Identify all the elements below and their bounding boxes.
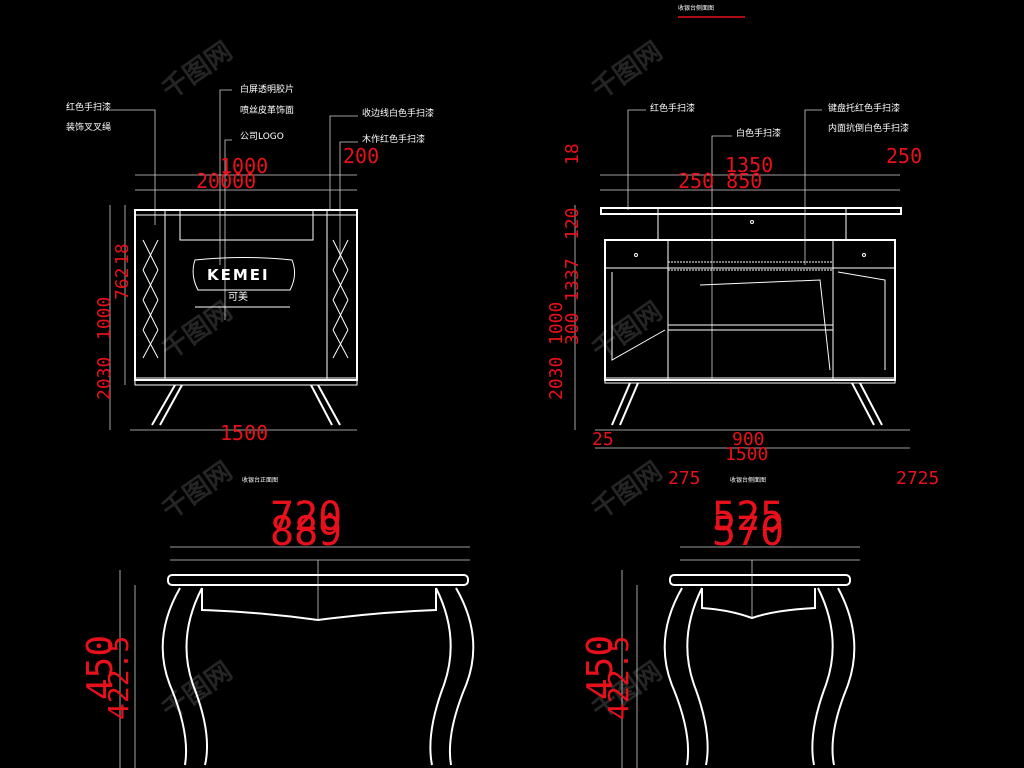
dim-label: 1350 bbox=[725, 153, 773, 177]
dim-label: 900 bbox=[732, 429, 765, 450]
dim-label: 2030 bbox=[546, 357, 567, 400]
dim-label: 250 850 bbox=[678, 169, 762, 193]
leader-line bbox=[627, 109, 646, 210]
cross-decoration bbox=[332, 239, 349, 359]
cabinet-body bbox=[134, 209, 358, 381]
dim-label: 18 bbox=[562, 143, 583, 165]
watermark: 千图网 bbox=[587, 456, 668, 525]
leg-left bbox=[159, 384, 183, 426]
front-note: 木作红色手扫漆 bbox=[362, 133, 425, 145]
table-front-view: 收银台正面图 720 889 450 422.5 bbox=[80, 476, 475, 768]
cabriole-leg-left bbox=[161, 587, 188, 766]
base-strip bbox=[134, 377, 358, 386]
side-note: 红色手扫漆 bbox=[650, 102, 695, 114]
counter-top bbox=[600, 207, 902, 215]
top-opening bbox=[179, 210, 314, 241]
side-note: 白色手扫漆 bbox=[736, 127, 781, 139]
knob bbox=[634, 253, 638, 257]
cross-decoration bbox=[142, 239, 159, 359]
apron bbox=[701, 588, 816, 620]
logo-frame bbox=[192, 257, 296, 291]
watermark: 千图网 bbox=[157, 656, 238, 725]
leg-right bbox=[310, 384, 333, 426]
cabriole-leg-left bbox=[185, 587, 208, 766]
dim-label: 422.5 bbox=[102, 636, 135, 720]
shelf bbox=[667, 324, 834, 331]
cabriole-leg-left bbox=[663, 587, 690, 766]
front-note: 装饰叉叉绳 bbox=[66, 121, 111, 133]
apron bbox=[201, 588, 437, 622]
leader-line bbox=[329, 115, 358, 210]
perspective-panel bbox=[837, 271, 886, 370]
dim-label: 450 bbox=[80, 635, 121, 700]
dim-label: 200 bbox=[343, 144, 379, 168]
dim-label: 2030 bbox=[94, 357, 115, 400]
logo-text: KEMEI bbox=[207, 266, 270, 284]
logo-subtext: 可美 bbox=[228, 290, 248, 303]
dim-label: 250 bbox=[886, 144, 922, 168]
watermark: 千图网 bbox=[587, 36, 668, 105]
dim-label: 1500 bbox=[220, 421, 268, 445]
perspective-panel bbox=[611, 272, 666, 361]
base-strip bbox=[604, 377, 896, 384]
keyboard-tray bbox=[667, 261, 834, 271]
table-top bbox=[167, 574, 469, 586]
dim-label: 275 bbox=[668, 468, 701, 489]
front-elevation-view: 红色手扫漆 装饰叉叉绳 白屏透明胶片 喷丝皮革饰面 公司LOGO 收边线白色手扫… bbox=[66, 83, 434, 445]
dim-label: 1000 bbox=[94, 297, 115, 340]
leg-right bbox=[851, 382, 883, 426]
dim-label: 2725 bbox=[896, 468, 939, 489]
watermark: 千图网 bbox=[157, 36, 238, 105]
leader-line bbox=[339, 141, 358, 260]
leg-left bbox=[611, 382, 639, 426]
dim-label: 20000 bbox=[196, 169, 256, 193]
leader-line bbox=[711, 135, 732, 380]
front-note: 收边线白色手扫漆 bbox=[362, 107, 434, 119]
front-note: 公司LOGO bbox=[240, 131, 284, 142]
view-title: 收银台侧面图 bbox=[678, 4, 714, 12]
perspective-panel bbox=[699, 279, 831, 371]
leader-line bbox=[224, 139, 232, 320]
watermark: 千图网 bbox=[157, 456, 238, 525]
leg-left bbox=[151, 384, 176, 426]
cabriole-leg-left bbox=[686, 587, 709, 766]
view-title: 收银台正面图 bbox=[242, 476, 278, 484]
side-note: 内面抗倒白色手扫漆 bbox=[828, 122, 909, 134]
dim-label: 1000 bbox=[546, 302, 567, 345]
knob bbox=[750, 220, 754, 224]
cabriole-leg-right bbox=[831, 587, 856, 766]
side-note: 键盘托红色手扫漆 bbox=[828, 102, 900, 114]
watermark: 千图网 bbox=[587, 296, 668, 365]
cabriole-leg-right bbox=[448, 587, 475, 766]
table-side-view: 收银台侧面图 525 570 450 422.5 bbox=[580, 476, 860, 768]
front-note: 喷丝皮革饰面 bbox=[240, 104, 294, 116]
leg-right bbox=[317, 384, 341, 426]
view-title: 收银台侧面图 bbox=[730, 476, 766, 484]
cabriole-leg-right bbox=[429, 587, 452, 766]
dim-label: 450 bbox=[580, 635, 621, 700]
dim-label: 570 bbox=[712, 509, 784, 555]
knob bbox=[862, 253, 866, 257]
dim-label: 762 bbox=[112, 267, 133, 300]
leader-line bbox=[804, 109, 822, 265]
dim-label: 1000 bbox=[220, 154, 268, 178]
dim-label: 889 bbox=[270, 509, 342, 555]
dim-label: 422.5 bbox=[602, 636, 635, 720]
cabriole-leg-right bbox=[811, 587, 834, 766]
dim-label: 18 bbox=[112, 243, 133, 265]
cabinet-body bbox=[604, 239, 896, 381]
front-note: 红色手扫漆 bbox=[66, 101, 111, 113]
dim-label: 300 1337 bbox=[562, 258, 583, 345]
dim-label: 720 bbox=[270, 494, 342, 540]
leader-line bbox=[219, 89, 232, 265]
side-section-view: 收银台侧面图 红色手扫漆 白色手扫漆 键盘托红色手扫漆 内面抗倒白色手扫漆 bbox=[546, 4, 939, 489]
dim-label: 1500 bbox=[725, 444, 768, 465]
front-note: 白屏透明胶片 bbox=[240, 83, 294, 95]
leader-line bbox=[110, 109, 156, 225]
dim-label: 525 bbox=[712, 494, 784, 540]
table-top bbox=[669, 574, 851, 586]
dim-label: 120 bbox=[562, 207, 583, 240]
dim-label: 25 bbox=[592, 429, 614, 450]
